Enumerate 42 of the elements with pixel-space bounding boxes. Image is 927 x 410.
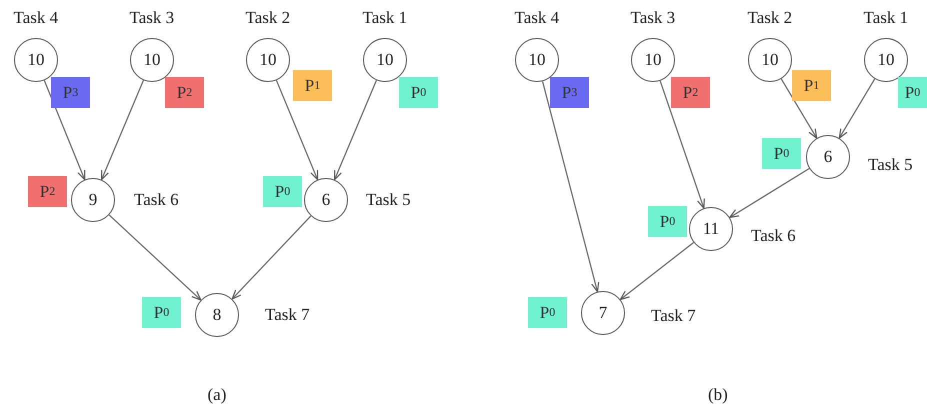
task-circle: 6 — [806, 135, 850, 179]
arrow — [334, 80, 377, 180]
arrow — [780, 78, 818, 139]
task-label: Task 5 — [868, 155, 913, 175]
task-label: Task 4 — [14, 8, 58, 28]
arrow — [232, 216, 312, 300]
task-label: Task 1 — [864, 8, 908, 28]
task-label: Task 3 — [130, 8, 174, 28]
task-circle: 10 — [246, 38, 290, 82]
subfigure-label: (b) — [708, 385, 728, 405]
task-circle: 10 — [748, 38, 792, 82]
task-circle: 9 — [71, 178, 115, 222]
task-circle: 10 — [130, 38, 174, 82]
task-circle: 10 — [515, 38, 559, 82]
task-label: Task 7 — [651, 306, 696, 326]
arrow — [44, 80, 86, 180]
task-circle: 11 — [689, 207, 733, 251]
arrow — [276, 80, 318, 180]
task-circle: 10 — [14, 38, 58, 82]
task-label: Task 5 — [366, 190, 411, 210]
arrow — [542, 81, 600, 292]
arrow — [729, 168, 810, 218]
task-circle: 7 — [581, 291, 625, 335]
subfigure-label: (a) — [208, 385, 226, 405]
task-circle: 6 — [304, 178, 348, 222]
task-label: Task 4 — [514, 8, 560, 28]
task-label: Task 7 — [265, 305, 310, 325]
task-circle: 8 — [195, 293, 239, 337]
arrow — [620, 242, 694, 300]
arrow — [660, 80, 705, 209]
arrow — [100, 80, 144, 180]
task-label: Task 6 — [751, 226, 796, 246]
arrow — [108, 214, 202, 301]
arrow — [838, 78, 876, 139]
task-label: Task 3 — [630, 8, 676, 28]
task-label: Task 6 — [134, 190, 179, 210]
task-circle: 10 — [631, 38, 675, 82]
task-circle: 10 — [363, 38, 407, 82]
task-label: Task 2 — [748, 8, 792, 28]
task-circle: 10 — [864, 38, 908, 82]
task-label: Task 2 — [246, 8, 290, 28]
task-label: Task 1 — [362, 8, 408, 28]
